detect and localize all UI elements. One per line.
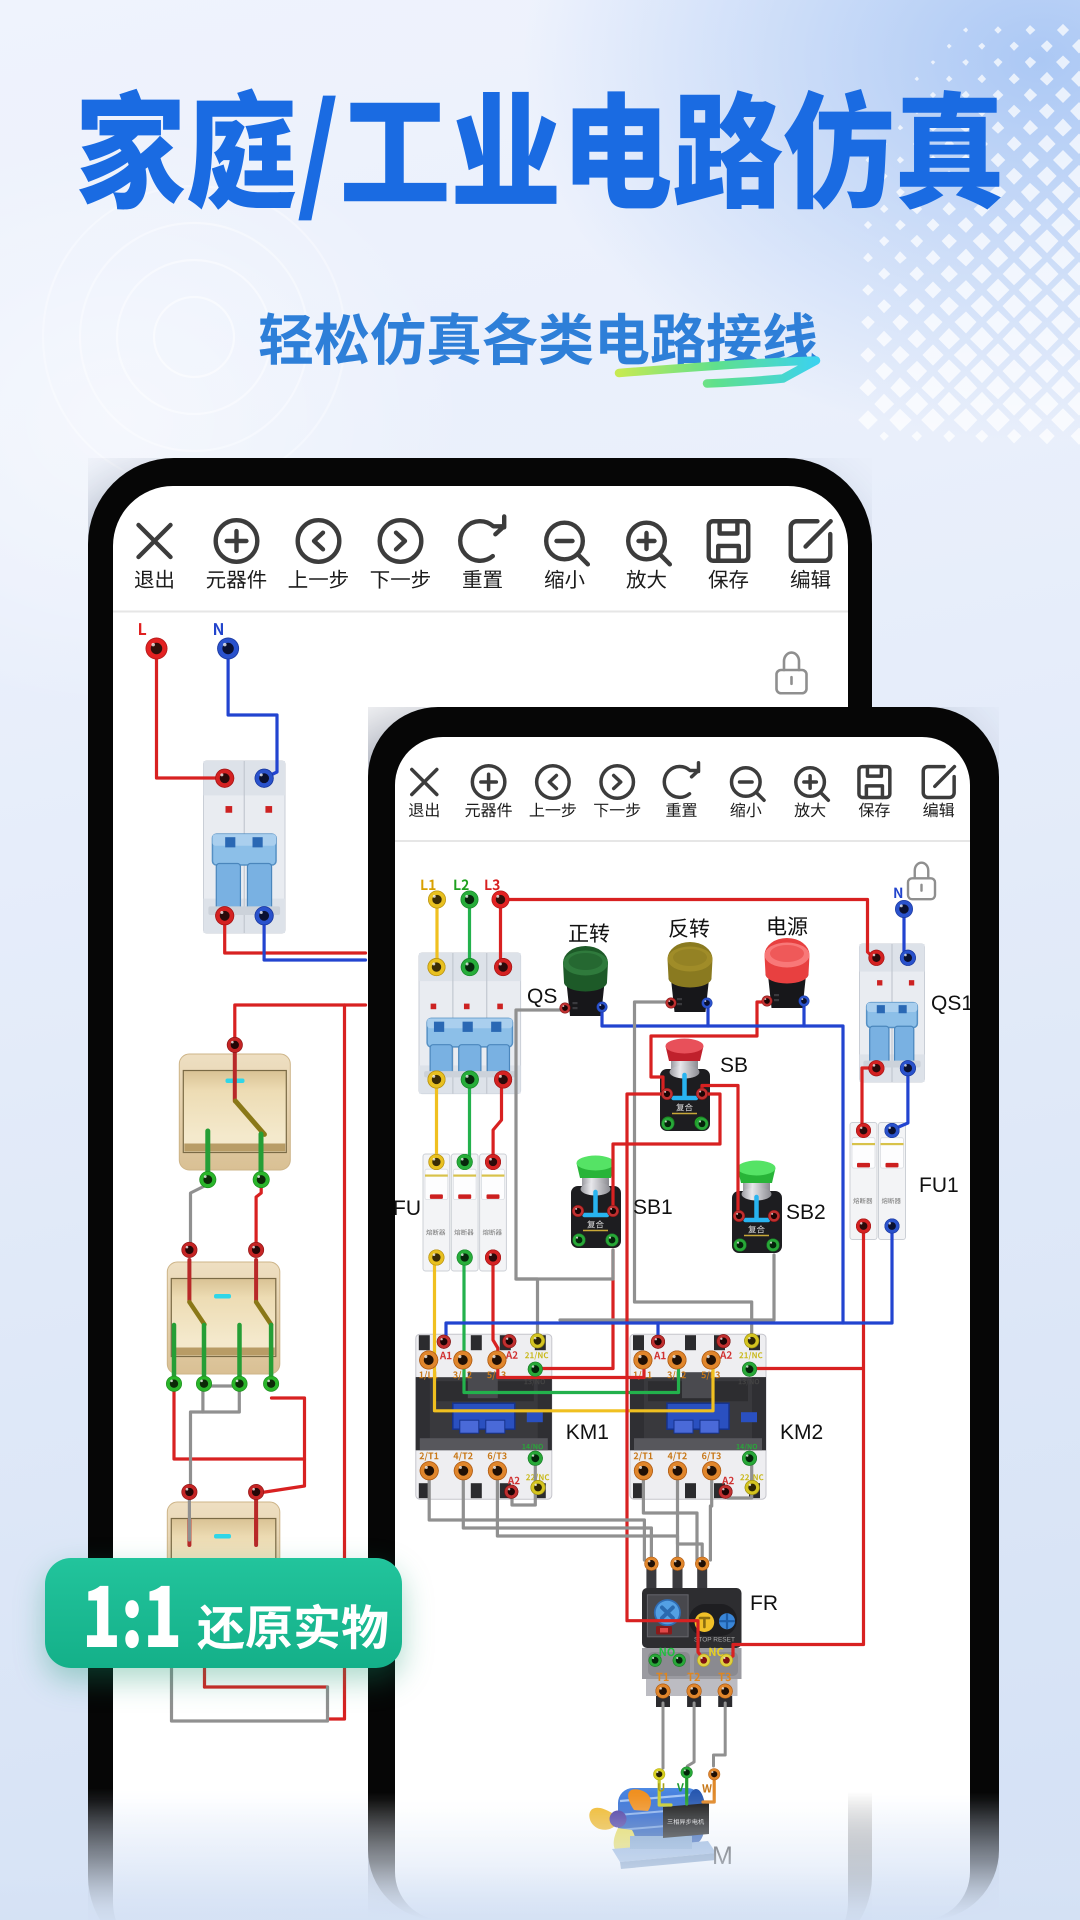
svg-text:KM2: KM2 [780,1421,823,1444]
svg-text:SB1: SB1 [633,1196,673,1219]
svg-text:STOP RESET: STOP RESET [694,1637,735,1644]
svg-text:SB: SB [720,1054,748,1077]
svg-text:KM1: KM1 [566,1421,609,1444]
svg-text:FR: FR [750,1592,778,1615]
svg-text:QS1: QS1 [931,992,970,1015]
svg-text:FU1: FU1 [919,1174,959,1197]
svg-text:QS: QS [527,985,557,1008]
svg-text:FU: FU [395,1197,421,1220]
svg-text:SB2: SB2 [786,1201,826,1224]
